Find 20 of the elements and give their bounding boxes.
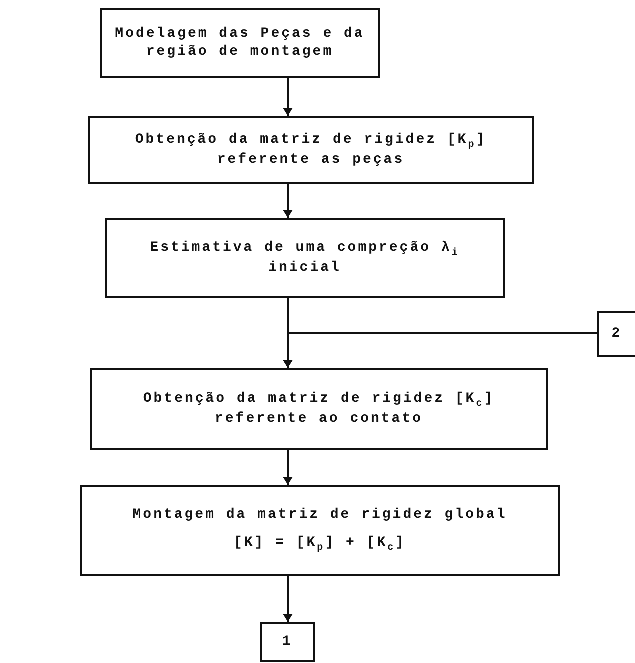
arrow [283, 78, 293, 116]
process-text: [K] = [K$_{p}$] + [K$_{c}$] [234, 534, 406, 555]
connector-box [597, 311, 635, 357]
process-box [88, 116, 534, 184]
process-box [105, 218, 505, 298]
connector-number: 1 [282, 632, 293, 652]
process-text: Modelagem das Peças e da região de montagem [114, 24, 366, 62]
process-box [80, 485, 560, 576]
arrow [283, 184, 293, 218]
connector-number: 2 [612, 324, 622, 344]
process-text: Obtenção da matriz de rigidez [K$_{c}$] referente ao contato [142, 390, 496, 428]
arrow [283, 332, 597, 368]
process-text: Obtenção da matriz de rigidez [K$_{p}$] referente as peças [134, 130, 488, 170]
arrow [283, 576, 293, 622]
arrow [283, 450, 293, 485]
process-box [90, 368, 548, 450]
process-text: Estimativa de uma compreção λ$_{i}$ inicial [149, 238, 461, 278]
connector-box [260, 622, 315, 662]
process-box [100, 8, 380, 78]
process-text: Montagem da matriz de rigidez global [132, 506, 508, 524]
